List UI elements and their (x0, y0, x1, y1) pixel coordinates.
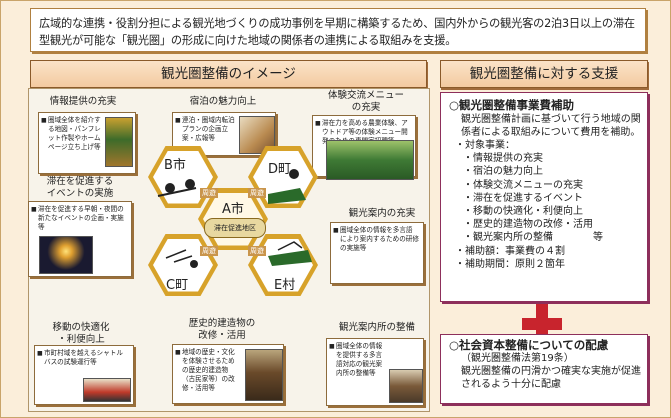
subsidy-desc: 観光圏整備計画に基づいて行う地域の関係者による取組みについて費用を補助。 (461, 113, 641, 138)
festival-photo (39, 236, 93, 274)
subsidy-rate: ・補助額：事業費の４割 (455, 245, 565, 257)
hex-a-label: A市 (222, 202, 244, 217)
intro-text: 広域的な連携・役割分担による観光地づくりの成功事例を早期に構築するため、国内外か… (39, 17, 635, 47)
subsidy-target-label: ・対象事業： (455, 139, 515, 151)
item-guide-text: 圏域全体の情報を多言語により案内するための研修の実施等 (333, 226, 419, 253)
infrastructure-body: 観光圏整備の円滑かつ確実な実施が促進されるよう十分に配慮 (461, 366, 641, 390)
infrastructure-heading: ○社会資本整備についての配慮 (449, 338, 609, 352)
subsidy-heading: ○観光圏整備事業費補助 (449, 98, 575, 112)
subsidy-period: ・補助期間：原則２箇年 (455, 258, 565, 270)
hex-c (148, 234, 218, 296)
c-town-icons (165, 249, 198, 268)
right-banner: 観光圏整備に対する支援 (440, 60, 648, 88)
item-exp-title: 体験交流メニュー の充実 (327, 90, 404, 113)
tour-tag-4: 周遊 (248, 246, 266, 256)
item-guide-title: 観光案内の充実 (348, 208, 416, 219)
infrastructure-box: ○社会資本整備についての配慮 （観光圏整備法第19条） 観光圏整備の円滑かつ確実… (440, 334, 648, 404)
item-mobility-title: 移動の快適化 ・利便向上 (52, 322, 110, 345)
item-mobility-card: 市町村域を越えるシャトルバスの試験運行等 (34, 345, 134, 405)
hex-b-label: B市 (164, 158, 186, 173)
item-event-card: 滞在を促進する早朝・夜間の新たなイベントの企画・実施等 (28, 201, 132, 277)
e-village-icons (268, 241, 312, 266)
item-event-title: 滞在を促進する イベントの実施 (46, 176, 114, 199)
subsidy-box: ○観光圏整備事業費補助 観光圏整備計画に基づいて行う地域の関係者による取組みにつ… (440, 92, 648, 302)
stay-district-label: 滞在促進地区 (204, 218, 266, 238)
item-heritage-card: 地域の歴史・文化を体験させるための歴史的建造物（古民家等）の改修・活用等 (172, 344, 284, 404)
item-event-text: 滞在を促進する早朝・夜間の新たなイベントの企画・実施等 (31, 205, 127, 232)
area-diagram: B市 D町 A市 C町 E村 滞在促進地区 周遊 周遊 周遊 周遊 (118, 138, 338, 328)
item-stay-card: 連泊・圏域内転泊プランの企画立案・広報等 (172, 112, 276, 156)
tour-tag-1: 周遊 (200, 188, 218, 198)
item-info: 情報提供の充実 (38, 96, 128, 108)
left-banner: 観光圏整備のイメージ (30, 60, 427, 88)
subsidy-target-3: ・滞在を促進するイベント (463, 192, 583, 204)
item-guide-card: 圏域全体の情報を多言語により案内するための研修の実施等 (330, 222, 424, 284)
subsidy-target-4: ・移動の快適化・利便向上 (463, 205, 583, 217)
item-mobility: 移動の快適化 ・利便向上 (40, 322, 122, 346)
item-office: 観光案内所の整備 (334, 322, 420, 334)
intro-box: 広域的な連携・役割分担による観光地づくりの成功事例を早期に構築するため、国内外か… (30, 8, 646, 52)
tour-tag-3: 周遊 (200, 246, 218, 256)
area-illustrations (157, 169, 312, 268)
item-info-title: 情報提供の充実 (49, 96, 117, 107)
item-office-text: 圏域全体の情報を提供する多言語対応の観光案内所の整備等 (329, 342, 387, 378)
subsidy-target-1: ・宿泊の魅力向上 (463, 166, 543, 178)
subsidy-target-5: ・歴史的建造物の改修・活用 (463, 219, 593, 231)
item-guide: 観光案内の充実 (340, 208, 424, 220)
hex-e-label: E村 (274, 278, 296, 293)
item-info-card: 圏域全体を紹介する地図・パンフレット作製やホームページ立ち上げ等 (38, 112, 136, 174)
office-photo (389, 369, 423, 403)
item-stay-title: 宿泊の魅力向上 (189, 96, 257, 107)
brochure-photo (105, 117, 133, 167)
item-info-text: 圏域全体を紹介する地図・パンフレット作製やホームページ立ち上げ等 (41, 116, 101, 152)
old-house-photo (245, 349, 283, 401)
b-city-icons (157, 179, 197, 197)
item-heritage-text: 地域の歴史・文化を体験させるための歴史的建造物（古民家等）の改修・活用等 (175, 348, 239, 393)
hex-c-label: C町 (166, 278, 189, 293)
item-heritage: 歴史的建造物の 改修・活用 (176, 318, 268, 342)
item-office-title: 観光案内所の整備 (338, 322, 415, 333)
item-office-card: 圏域全体の情報を提供する多言語対応の観光案内所の整備等 (326, 338, 424, 406)
d-town-icons (268, 169, 306, 204)
item-exp: 体験交流メニュー の充実 (318, 90, 414, 114)
bus-photo (83, 378, 131, 402)
item-mobility-text: 市町村域を越えるシャトルバスの試験運行等 (37, 349, 127, 367)
hex-d-label: D町 (268, 162, 292, 177)
item-event: 滞在を促進する イベントの実施 (32, 176, 128, 200)
item-stay: 宿泊の魅力向上 (178, 96, 268, 108)
tour-tag-2: 周遊 (248, 188, 266, 198)
subsidy-target-0: ・情報提供の充実 (463, 153, 543, 165)
field-photo (326, 140, 414, 180)
item-heritage-title: 歴史的建造物の 改修・活用 (188, 318, 256, 341)
item-stay-text: 連泊・圏域内転泊プランの企画立案・広報等 (175, 116, 235, 143)
subsidy-target-2: ・体験交流メニューの充実 (463, 179, 583, 191)
subsidy-target-6: ・観光案内所の整備 等 (463, 232, 603, 244)
infrastructure-sub: （観光圏整備法第19条） (461, 353, 574, 364)
